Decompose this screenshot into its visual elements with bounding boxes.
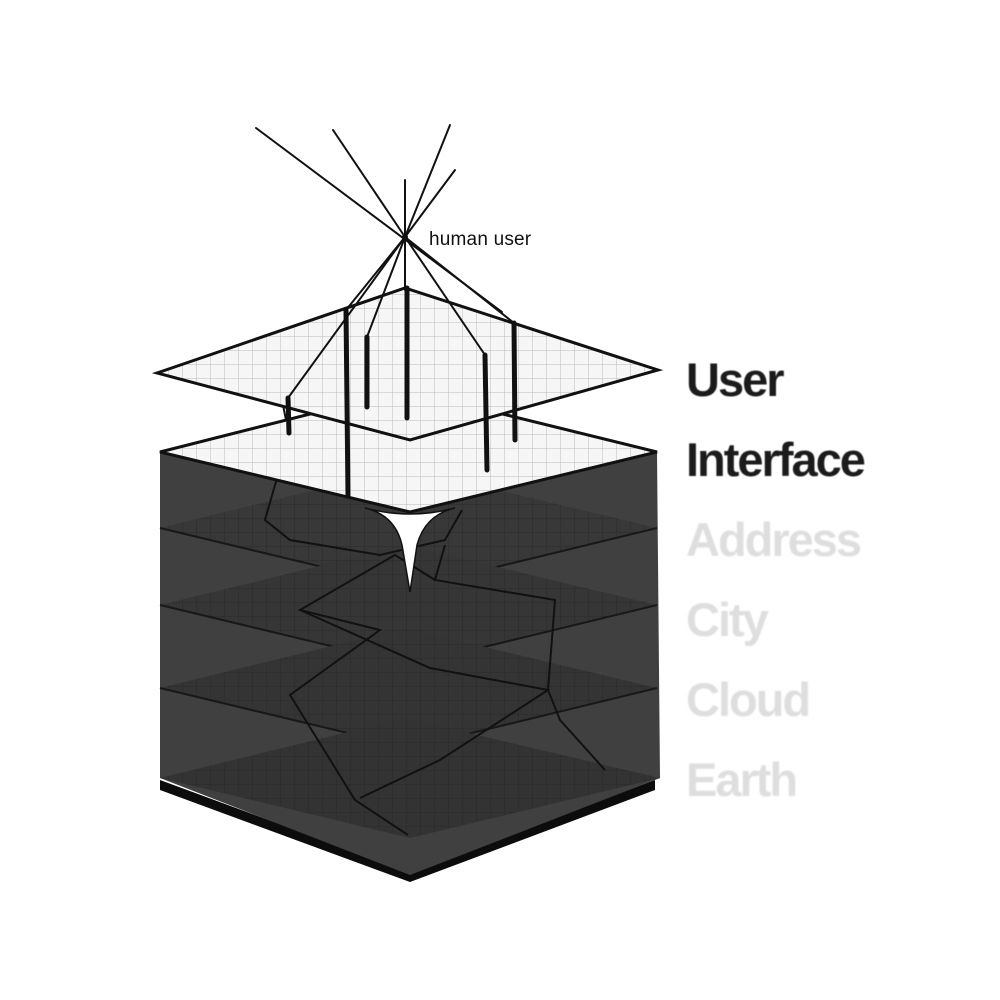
human-user-node: [402, 234, 408, 240]
layer-list: User Interface Address City Cloud Earth: [686, 340, 866, 820]
human-user-label: human user: [429, 229, 532, 250]
layer-label-user: User: [686, 353, 785, 406]
layer-label-earth: Earth: [686, 753, 798, 806]
connection-path: [433, 544, 606, 771]
connection-path: [288, 553, 436, 836]
layer-label-address: Address: [686, 513, 862, 566]
layer-label-city: City: [686, 593, 769, 646]
layer-label-interface: Interface: [686, 433, 866, 486]
user-sight-lines: [255, 124, 515, 399]
connection-path: [299, 609, 551, 799]
layer-plane-earth: [160, 718, 660, 838]
interface-funnel: [364, 507, 456, 593]
connector-pillars: [285, 285, 518, 498]
layer-label-cloud: Cloud: [686, 673, 811, 726]
